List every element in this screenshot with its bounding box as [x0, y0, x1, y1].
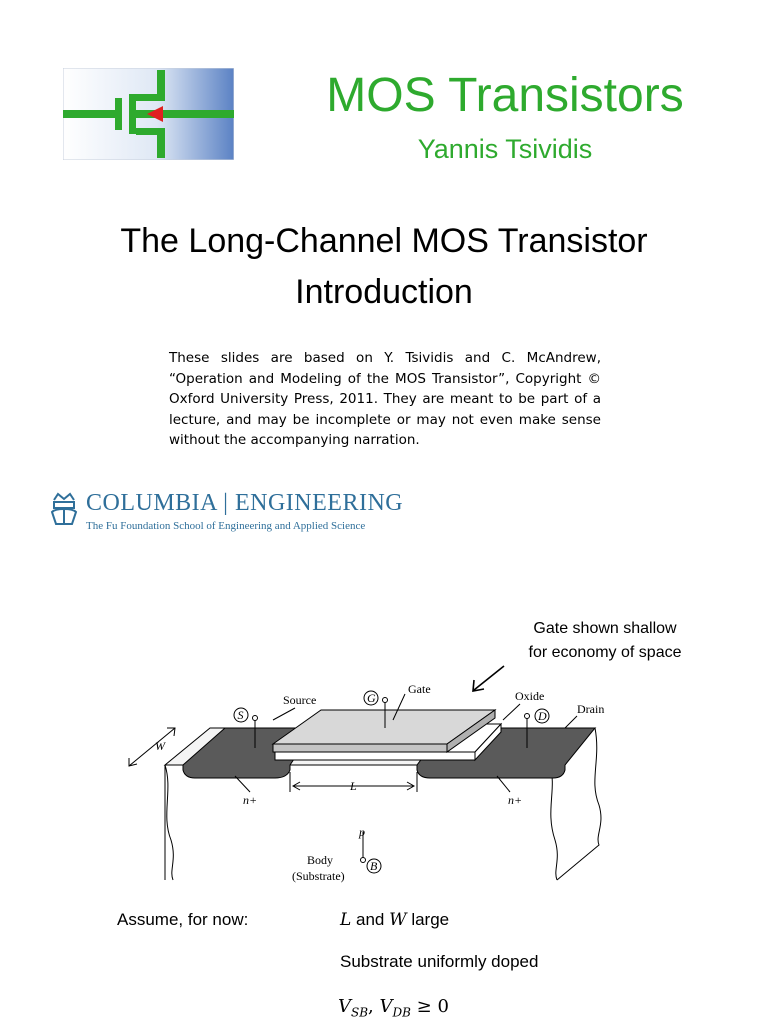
mos-cross-section-diagram: S G D B Source Gate Oxide Drain W L — [125, 680, 625, 890]
s-terminal-label: S — [238, 708, 244, 722]
callout-line-1: Gate shown shallow — [533, 620, 677, 637]
assumption-item-2: Substrate uniformly doped — [340, 952, 539, 971]
d-terminal-label: D — [537, 709, 547, 723]
length-label: L — [349, 779, 357, 793]
n-plus-right-label: n+ — [508, 793, 522, 807]
p-label: p — [358, 825, 365, 839]
width-label: W — [155, 739, 166, 753]
author-name: Yannis Tsividis — [417, 134, 593, 164]
n-plus-left-label: n+ — [243, 793, 257, 807]
assumption-item-1: L and W large — [340, 910, 450, 930]
substrate-label: (Substrate) — [292, 869, 345, 883]
source-label: Source — [283, 693, 316, 707]
institution-name: COLUMBIA | ENGINEERING — [86, 490, 404, 516]
gate-label: Gate — [408, 682, 431, 696]
callout-line-2: for economy of space — [528, 644, 682, 661]
mos-transistor-symbol-icon — [62, 67, 235, 161]
callout-arrow-icon — [468, 664, 508, 694]
assumptions-intro: Assume, for now: — [117, 910, 249, 929]
drain-label: Drain — [577, 702, 604, 716]
assumption-item-3: VSB, VDB ≥ 0 — [338, 996, 449, 1020]
heading-line-2: Introduction — [295, 273, 473, 311]
g-terminal-label: G — [367, 691, 376, 705]
heading-line-1: The Long-Channel MOS Transistor — [120, 222, 648, 260]
disclaimer-text: These slides are based on Y. Tsividis an… — [169, 350, 601, 448]
columbia-crown-icon — [48, 490, 80, 530]
body-label: Body — [307, 853, 333, 867]
oxide-label: Oxide — [515, 689, 544, 703]
slide-title: MOS Transistors — [326, 69, 684, 122]
b-terminal-label: B — [370, 859, 378, 873]
institution-subtitle: The Fu Foundation School of Engineering … — [86, 520, 366, 532]
